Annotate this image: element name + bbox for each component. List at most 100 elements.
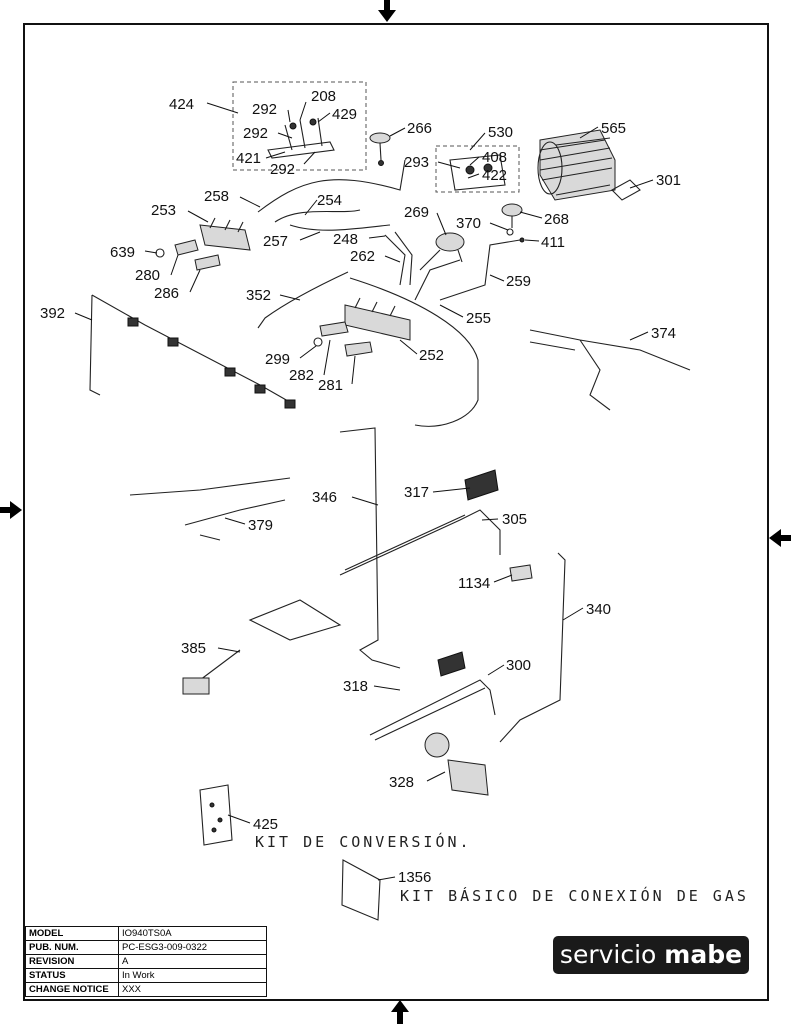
part-kit-425 <box>199 784 233 846</box>
callout-379: 379 <box>248 517 273 534</box>
callout-429: 429 <box>332 106 357 123</box>
status-label: STATUS <box>25 968 119 983</box>
callout-411: 411 <box>541 234 565 251</box>
callout-408: 408 <box>482 149 507 166</box>
callout-301: 301 <box>656 172 681 189</box>
callout-352: 352 <box>246 287 271 304</box>
callout-262: 262 <box>350 248 375 265</box>
part-igniter-318 <box>437 651 466 677</box>
callout-318: 318 <box>343 678 368 695</box>
callout-257: 257 <box>263 233 288 250</box>
part-harness-374 <box>529 329 691 411</box>
callout-374: 374 <box>651 325 676 342</box>
part-pipe-346 <box>339 427 401 669</box>
part-washer-370 <box>506 228 514 236</box>
part-tube-258 <box>257 159 406 213</box>
table-row: REVISION A <box>25 954 267 969</box>
part-sensor-268 <box>501 203 523 228</box>
model-label: MODEL <box>25 926 119 941</box>
part-manifold-253 <box>199 217 251 251</box>
callout-266: 266 <box>407 120 432 137</box>
part-fan-565 <box>537 129 616 201</box>
callout-299: 299 <box>265 351 290 368</box>
callout-253: 253 <box>151 202 176 219</box>
registration-arrow-right <box>769 529 791 547</box>
callout-254: 254 <box>317 192 342 209</box>
part-valve-282 <box>319 321 349 337</box>
part-thermostat-266 <box>369 132 391 166</box>
callout-293: 293 <box>404 154 429 171</box>
revision-label: REVISION <box>25 954 119 969</box>
part-burner-305 <box>339 509 501 576</box>
callout-328: 328 <box>389 774 414 791</box>
note-conversion-kit: KIT DE CONVERSIÓN. <box>255 832 472 851</box>
part-valve-assembly <box>267 117 335 159</box>
part-screw-411 <box>519 237 525 243</box>
callout-385: 385 <box>181 640 206 657</box>
part-igniters-392 <box>127 317 296 409</box>
part-tube-262 <box>394 231 413 286</box>
callout-268: 268 <box>544 211 569 228</box>
callout-280: 280 <box>135 267 160 284</box>
callout-286: 286 <box>154 285 179 302</box>
part-tube-257 <box>289 224 391 231</box>
part-valve-269 <box>419 232 465 271</box>
part-fitting-1134 <box>509 564 533 582</box>
model-value: IO940TS0A <box>118 926 267 941</box>
part-tube-255 <box>414 259 461 301</box>
part-tube-248 <box>384 234 406 286</box>
registration-arrow-top <box>378 0 396 22</box>
change-notice-value: XXX <box>118 982 267 997</box>
callout-292: 292 <box>243 125 268 142</box>
callout-425: 425 <box>253 816 278 833</box>
callout-269: 269 <box>404 204 429 221</box>
callout-424: 424 <box>169 96 194 113</box>
revision-value: A <box>118 954 267 969</box>
part-valve-286 <box>194 254 221 271</box>
callout-259: 259 <box>506 273 531 290</box>
group-box-thermostat-set <box>435 145 520 193</box>
callout-258: 258 <box>204 188 229 205</box>
table-row: STATUS In Work <box>25 968 267 983</box>
part-bracket-301 <box>611 179 641 201</box>
part-manifold-252 <box>344 297 411 341</box>
part-pipe-352b <box>349 277 479 427</box>
part-harness-392 <box>89 294 296 406</box>
part-tube-254 <box>274 209 361 223</box>
brand-logo-part2: mabe <box>664 940 743 969</box>
callout-labels: 424 208 292 429 292 421 292 266 530 565 … <box>40 88 681 886</box>
table-row: PUB. NUM. PC-ESG3-009-0322 <box>25 940 267 955</box>
callout-255: 255 <box>466 310 491 327</box>
callout-530: 530 <box>488 124 513 141</box>
part-kit-1356 <box>341 859 381 921</box>
part-tube-259 <box>439 239 521 301</box>
table-row: CHANGE NOTICE XXX <box>25 982 267 997</box>
part-pipe-340 <box>499 552 566 743</box>
callout-340: 340 <box>586 601 611 618</box>
callout-370: 370 <box>456 215 481 232</box>
group-box-valve-set <box>232 81 367 171</box>
part-burner-300 <box>369 679 496 741</box>
callout-1356: 1356 <box>398 869 431 886</box>
registration-arrow-left <box>0 501 22 519</box>
change-notice-label: CHANGE NOTICE <box>25 982 119 997</box>
callout-392: 392 <box>40 305 65 322</box>
callout-292: 292 <box>270 161 295 178</box>
leader-lines <box>74 101 654 881</box>
callout-422: 422 <box>482 167 507 184</box>
part-igniter-317 <box>464 469 499 501</box>
callout-317: 317 <box>404 484 429 501</box>
callout-565: 565 <box>601 120 626 137</box>
status-value: In Work <box>118 968 267 983</box>
part-thermostat-530 <box>449 154 506 191</box>
part-washer-299 <box>313 337 323 347</box>
pub-num-label: PUB. NUM. <box>25 940 119 955</box>
callout-208: 208 <box>311 88 336 105</box>
callout-248: 248 <box>333 231 358 248</box>
callout-1134: 1134 <box>458 575 490 592</box>
registration-arrow-bottom <box>391 1000 409 1024</box>
callout-281: 281 <box>318 377 343 394</box>
callout-292: 292 <box>252 101 277 118</box>
part-valve-281 <box>344 341 373 357</box>
